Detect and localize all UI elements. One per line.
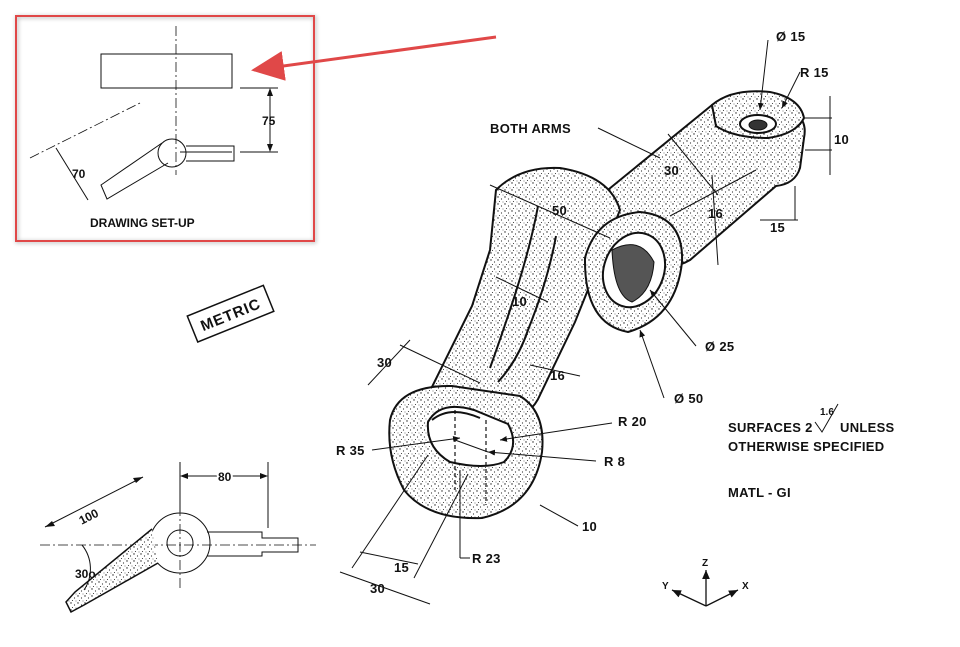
callout-arrow (251, 35, 497, 81)
dim-10-arm: 10 (512, 294, 527, 309)
label-r-15: R 15 (800, 65, 829, 80)
setup-top-rectangle (100, 53, 233, 89)
axis-z-label: Z (702, 558, 708, 569)
label-r-8: R 8 (604, 454, 625, 469)
axis-triad: Z Y X (662, 558, 749, 607)
finish-symbol (814, 403, 839, 433)
axis-x-label: X (742, 581, 749, 592)
notes: SURFACES 2 1.6 UNLESS OTHERWISE SPECIFIE… (728, 403, 895, 500)
label-dia-15: Ø 15 (776, 29, 805, 44)
dim-15-bottom: 15 (394, 560, 409, 575)
part-dimensions: BOTH ARMS 50 30 16 15 10 Ø 15 R 15 10 16… (336, 29, 849, 605)
dim-30-left: 30 (377, 355, 392, 370)
surfaces-unless: UNLESS (840, 420, 895, 435)
finish-value: 1.6 (820, 407, 834, 418)
dim-30-bottom: 30 (370, 581, 385, 596)
plan-dim-30deg: 30o (75, 567, 96, 581)
plan-dim-80: 80 (218, 470, 232, 484)
setup-dim-70: 70 (72, 167, 86, 181)
metric-stamp: METRIC (186, 284, 275, 344)
dim-30-top: 30 (664, 163, 679, 178)
label-r-23: R 23 (472, 551, 501, 566)
dim-50: 50 (552, 203, 567, 218)
label-dia-25: Ø 25 (705, 339, 734, 354)
dim-10-bottom: 10 (582, 519, 597, 534)
surfaces-line1: SURFACES 2 (728, 420, 813, 435)
plan-arm-right (207, 531, 299, 557)
dim-15-right: 15 (770, 220, 785, 235)
label-r-20: R 20 (618, 414, 647, 429)
label-r-35: R 35 (336, 443, 365, 458)
setup-hub-circle (157, 138, 187, 168)
setup-caption: DRAWING SET-UP (90, 216, 195, 230)
plan-view: 80 100 30o (40, 462, 316, 614)
setup-arm-right (186, 145, 235, 162)
dim-16-arm: 16 (550, 368, 565, 383)
drawing-setup-panel: 75 70 DRAWING SET-UP (15, 15, 315, 242)
dim-16-top: 16 (708, 206, 723, 221)
isometric-part (388, 90, 806, 520)
plan-hub-inner (166, 529, 194, 557)
axis-y-label: Y (662, 581, 669, 592)
web-rib (489, 205, 539, 369)
label-both-arms: BOTH ARMS (490, 121, 571, 136)
setup-arm-left (100, 142, 169, 200)
setup-angled-centerline (29, 102, 141, 159)
setup-dim-75: 75 (262, 114, 276, 128)
surfaces-line2: OTHERWISE SPECIFIED (728, 439, 884, 454)
dim-10-right: 10 (834, 132, 849, 147)
setup-highlight-box (15, 15, 315, 242)
material-note: MATL - GI (728, 485, 791, 500)
label-dia-50: Ø 50 (674, 391, 703, 406)
